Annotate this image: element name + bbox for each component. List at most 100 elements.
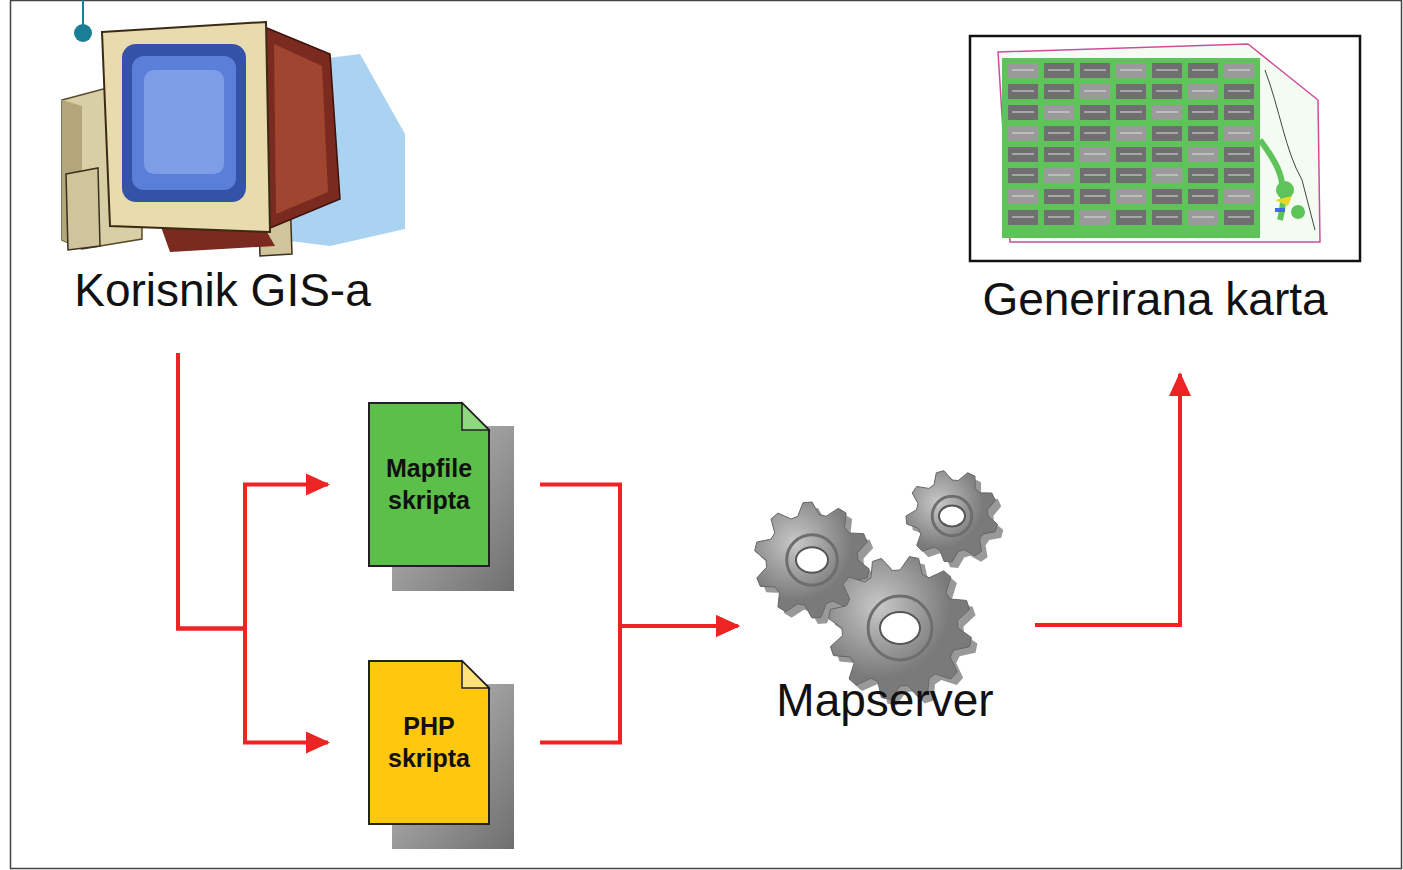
block-detail (1156, 175, 1178, 176)
map-block (1224, 126, 1254, 141)
script-document: Mapfile skripta (368, 402, 490, 567)
document-label: Mapfile skripta (375, 453, 483, 516)
flow-arrow (540, 485, 738, 627)
block-detail (1192, 217, 1214, 218)
map-block (1152, 126, 1182, 141)
block-detail (1156, 70, 1178, 71)
map-block (1044, 84, 1074, 99)
map-block (1008, 84, 1038, 99)
map-block (1224, 189, 1254, 204)
document-label: PHP skripta (375, 711, 483, 774)
block-detail (1084, 112, 1106, 113)
block-detail (1120, 91, 1142, 92)
monitor-side (262, 26, 340, 229)
map-block (1116, 63, 1146, 78)
block-detail (1192, 91, 1214, 92)
gear-ring (868, 596, 932, 660)
block-detail (1012, 154, 1034, 155)
block-detail (1120, 175, 1142, 176)
document-fold (462, 661, 489, 688)
block-detail (1228, 154, 1250, 155)
block-detail (1084, 70, 1106, 71)
monitor-screen (122, 44, 246, 202)
screen-glow (132, 56, 236, 190)
map-tree (1291, 205, 1305, 219)
block-detail (1192, 133, 1214, 134)
gear-ring (932, 496, 972, 536)
block-detail (1120, 70, 1142, 71)
map-block (1080, 105, 1110, 120)
block-detail (1156, 133, 1178, 134)
user-illustration (30, 14, 415, 259)
map-block (1152, 168, 1182, 183)
block-detail (1012, 196, 1034, 197)
map-block (1116, 126, 1146, 141)
map-frame (970, 36, 1360, 261)
map-block (1044, 63, 1074, 78)
block-detail (1012, 217, 1034, 218)
flow-arrow (178, 353, 328, 629)
block-detail (1228, 175, 1250, 176)
map-water (1275, 208, 1285, 212)
user-node: Korisnik GIS-a (30, 14, 415, 323)
flow-arrow (540, 626, 738, 743)
map-block (1008, 147, 1038, 162)
block-detail (1048, 196, 1070, 197)
map-block (1044, 147, 1074, 162)
block-detail (1228, 217, 1250, 218)
map-illustration (930, 30, 1380, 265)
map-block (1080, 126, 1110, 141)
map-block (1188, 189, 1218, 204)
block-detail (1156, 196, 1178, 197)
gear-hole (880, 612, 920, 644)
map-block (1224, 210, 1254, 225)
map-block (1188, 126, 1218, 141)
node-label: Korisnik GIS-a (74, 264, 371, 317)
flow-arrow (178, 353, 328, 743)
map-block (1188, 147, 1218, 162)
map-block (1044, 126, 1074, 141)
block-detail (1120, 217, 1142, 218)
map-yellow (1275, 196, 1292, 206)
map-block (1224, 63, 1254, 78)
map-block (1224, 168, 1254, 183)
flow-arrow (1035, 374, 1180, 625)
green-ground (1002, 58, 1260, 238)
block-detail (1120, 154, 1142, 155)
block-detail (1156, 91, 1178, 92)
map-block (1008, 126, 1038, 141)
gear-hole (939, 506, 965, 527)
map-block (1116, 168, 1146, 183)
block-detail (1012, 91, 1034, 92)
block-detail (1156, 154, 1178, 155)
doc-illustration (368, 660, 490, 825)
map-block (1044, 210, 1074, 225)
gear (906, 471, 997, 562)
screen-center (144, 70, 224, 174)
block-detail (1012, 112, 1034, 113)
map-block (1008, 210, 1038, 225)
map-block (1152, 63, 1182, 78)
parcel-outline (998, 44, 1320, 242)
map-block (1188, 63, 1218, 78)
map-block (1080, 168, 1110, 183)
block-detail (1048, 133, 1070, 134)
map-block (1188, 210, 1218, 225)
map-block (1044, 105, 1074, 120)
map-block (1080, 210, 1110, 225)
map-block (1008, 189, 1038, 204)
map-block (1008, 168, 1038, 183)
block-detail (1228, 91, 1250, 92)
map-block (1080, 63, 1110, 78)
block-detail (1156, 217, 1178, 218)
map-block (1008, 63, 1038, 78)
map-block (1152, 105, 1182, 120)
node-label: Generirana karta (982, 273, 1327, 326)
block-detail (1012, 70, 1034, 71)
block-detail (1084, 133, 1106, 134)
map-block (1116, 84, 1146, 99)
block-detail (1084, 154, 1106, 155)
block-detail (1048, 175, 1070, 176)
monitor-side-highlight (274, 44, 328, 214)
